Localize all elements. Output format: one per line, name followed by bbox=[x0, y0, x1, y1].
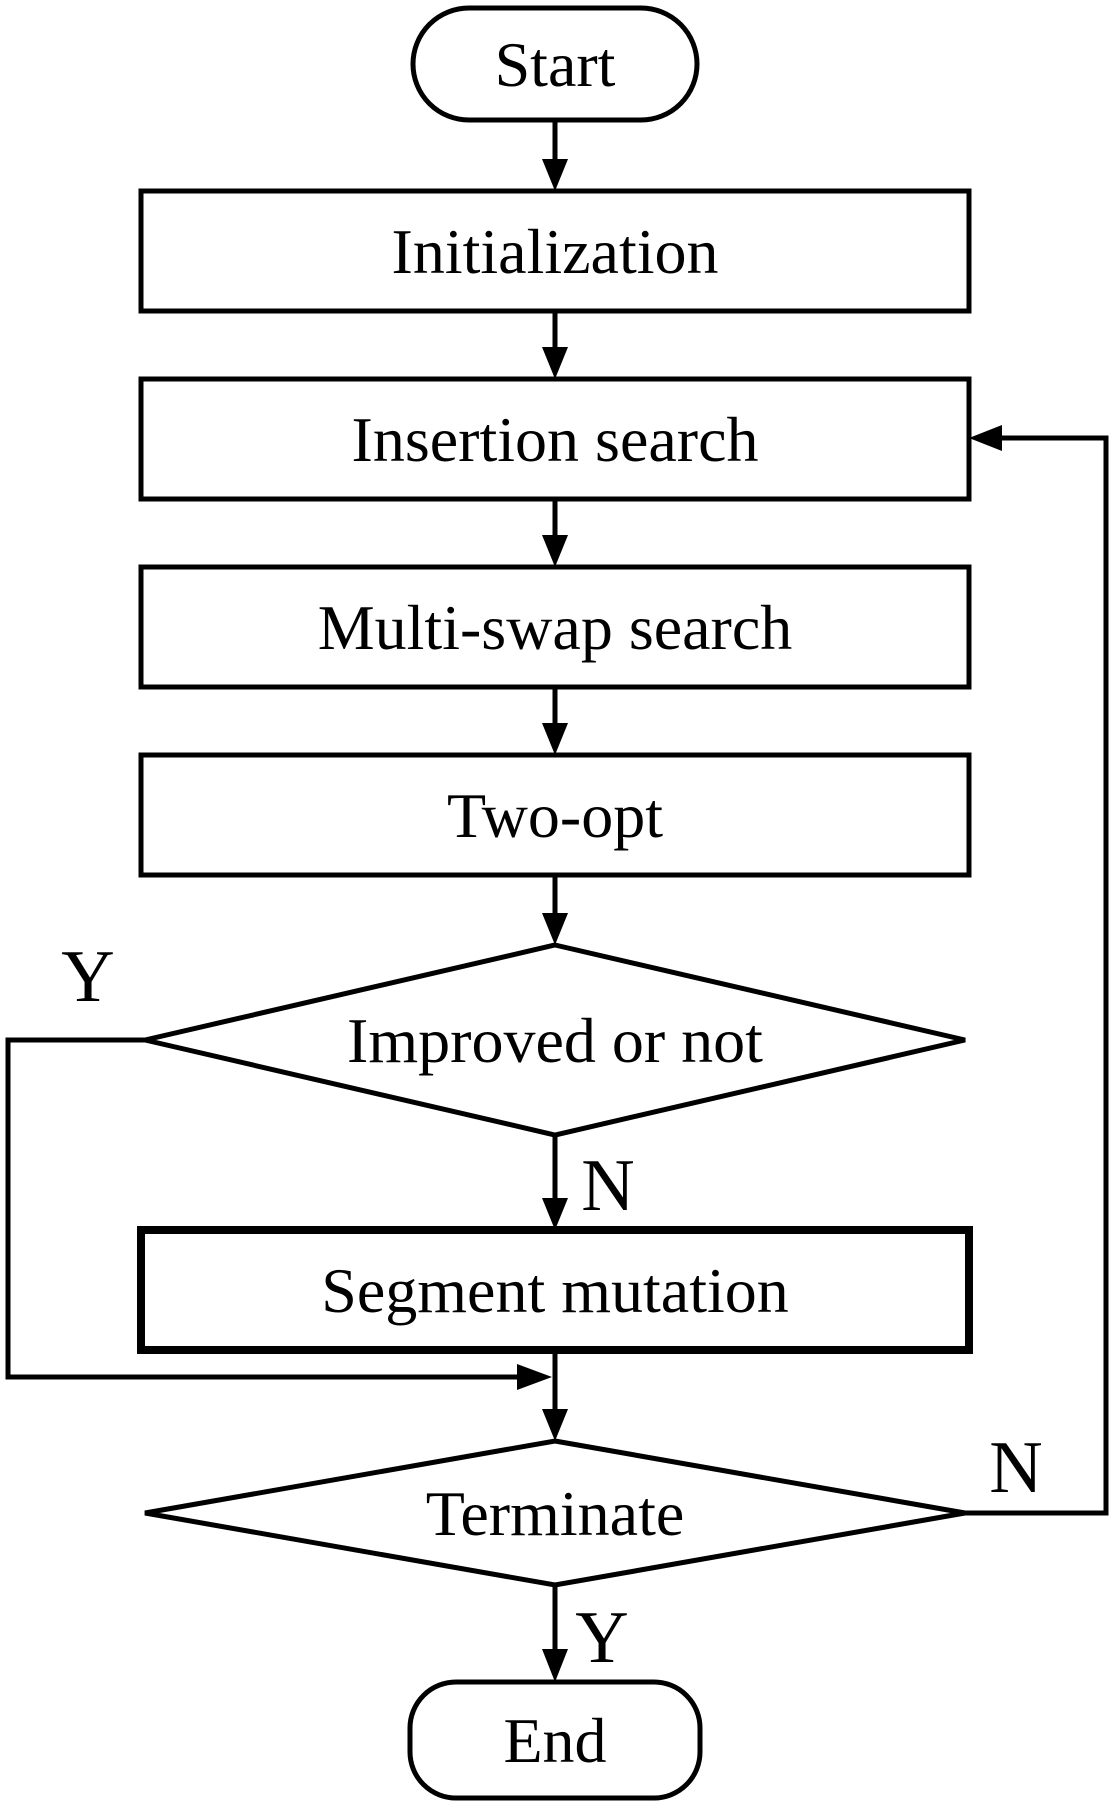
arrowhead-down-icon bbox=[542, 159, 568, 191]
edge-segment-mutation-to-terminate bbox=[542, 1350, 568, 1441]
edge-line bbox=[5, 1037, 518, 1380]
branch-label-y: Y bbox=[61, 936, 114, 1018]
node-terminate: Terminate bbox=[144, 1438, 966, 1588]
initialization-process-shape bbox=[138, 188, 972, 314]
initialization-label: Initialization bbox=[392, 216, 719, 287]
end-label: End bbox=[503, 1705, 606, 1776]
node-start: Start bbox=[410, 5, 700, 123]
terminate-decision-shape bbox=[144, 1438, 966, 1588]
branch-label-n: N bbox=[989, 1427, 1042, 1509]
edge-insertion-search-to-multi-swap-search bbox=[542, 499, 568, 567]
node-improved-or-not: Improved or not bbox=[144, 942, 966, 1138]
edge-line bbox=[965, 435, 1109, 1516]
node-segment-mutation: Segment mutation bbox=[137, 1226, 973, 1354]
node-end: End bbox=[407, 1679, 703, 1801]
arrowhead-down-icon bbox=[542, 347, 568, 379]
branch-label-y: Y bbox=[575, 1597, 628, 1679]
improved-or-not-label: Improved or not bbox=[347, 1005, 763, 1076]
two-opt-label: Two-opt bbox=[447, 780, 663, 851]
segment-mutation-process-shape bbox=[137, 1226, 973, 1354]
start-label: Start bbox=[495, 29, 616, 100]
edge-improved-no-to-segment-mutation: N bbox=[542, 1135, 635, 1230]
node-initialization: Initialization bbox=[138, 188, 972, 314]
edge-two-opt-to-improved-or-not bbox=[542, 875, 568, 945]
multi-swap-search-process-shape bbox=[138, 564, 972, 690]
edge-start-to-initialization bbox=[542, 120, 568, 191]
arrowhead-down-icon bbox=[542, 1198, 568, 1230]
end-terminator-shape bbox=[407, 1679, 703, 1801]
node-multi-swap-search: Multi-swap search bbox=[138, 564, 972, 690]
edge-improved-yes-loop: Y bbox=[5, 936, 552, 1390]
terminate-label: Terminate bbox=[426, 1478, 685, 1549]
arrowhead-left-icon bbox=[969, 425, 1002, 451]
arrowhead-down-icon bbox=[542, 535, 568, 567]
arrowhead-down-icon bbox=[542, 1649, 568, 1682]
arrowhead-right-icon bbox=[517, 1364, 552, 1390]
edge-terminate-yes-to-end: Y bbox=[542, 1585, 629, 1682]
edge-multi-swap-search-to-two-opt bbox=[542, 687, 568, 755]
arrowhead-down-icon bbox=[542, 723, 568, 755]
node-insertion-search: Insertion search bbox=[138, 376, 972, 502]
arrowhead-down-icon bbox=[542, 913, 568, 945]
two-opt-process-shape bbox=[138, 752, 972, 878]
start-terminator-shape bbox=[410, 5, 700, 123]
improved-or-not-decision-shape bbox=[144, 942, 966, 1138]
arrowhead-down-icon bbox=[542, 1409, 568, 1441]
edge-terminate-no-loop: N bbox=[965, 425, 1109, 1516]
edge-initialization-to-insertion-search bbox=[542, 311, 568, 379]
insertion-search-process-shape bbox=[138, 376, 972, 502]
multi-swap-search-label: Multi-swap search bbox=[318, 592, 793, 663]
segment-mutation-label: Segment mutation bbox=[321, 1255, 789, 1326]
node-two-opt: Two-opt bbox=[138, 752, 972, 878]
insertion-search-label: Insertion search bbox=[352, 404, 759, 475]
branch-label-n: N bbox=[581, 1145, 634, 1227]
